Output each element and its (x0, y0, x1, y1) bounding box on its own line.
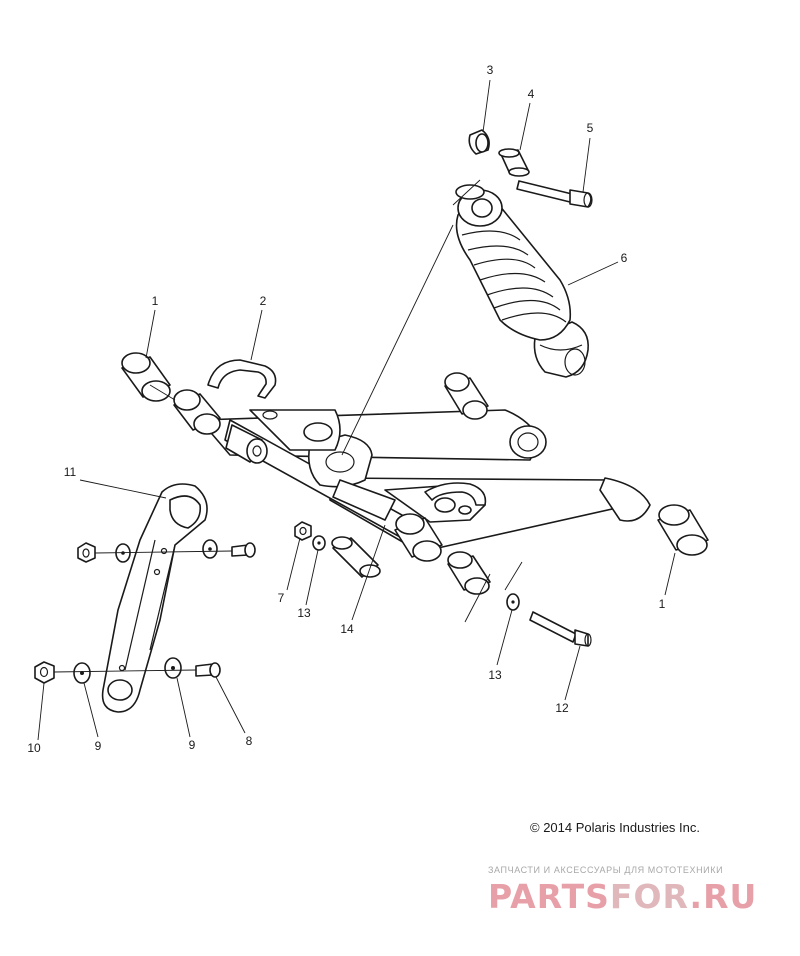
callout-10: 10 (27, 741, 41, 755)
watermark-brand-right: .RU (690, 877, 758, 916)
callout-2: 2 (260, 294, 267, 308)
pivot-sleeve-bottom (447, 551, 491, 595)
washer-center (312, 535, 326, 551)
callout-13-right: 13 (488, 668, 502, 682)
callout-4: 4 (528, 87, 535, 101)
svg-text:PARTSFOR.RU: PARTSFOR.RU (488, 877, 757, 916)
leader-lines (37, 79, 676, 741)
callout-1-left: 1 (152, 294, 159, 308)
watermark-brand-left: PARTS (488, 877, 610, 916)
lock-nut-upper (77, 542, 96, 563)
spacer-sleeve (498, 148, 530, 177)
callout-12: 12 (555, 701, 569, 715)
watermark-tagline: ЗАПЧАСТИ И АКСЕССУАРЫ ДЛЯ МОТОТЕХНИКИ (488, 865, 723, 875)
callout-6: 6 (621, 251, 628, 265)
pivot-bushing-left (121, 352, 171, 402)
callout-8: 8 (246, 734, 253, 748)
hex-nut (294, 521, 312, 541)
washer-right (506, 593, 520, 611)
callout-1-right: 1 (659, 597, 666, 611)
callout-3: 3 (487, 63, 494, 77)
callout-14: 14 (340, 622, 354, 636)
pivot-sleeve-upper-right (444, 372, 489, 420)
lock-nut-lower (34, 661, 55, 684)
washer-upper-right (202, 539, 218, 559)
washer-lower-left (73, 662, 91, 684)
watermark-brand-mid: FOR (610, 877, 690, 916)
callout-7: 7 (278, 591, 285, 605)
shock-bolt (516, 180, 593, 208)
watermark-logo: ЗАПЧАСТИ И АКСЕССУАРЫ ДЛЯ МОТОТЕХНИКИ PA… (488, 865, 757, 916)
callout-9-right: 9 (189, 738, 196, 752)
callout-13-center: 13 (297, 606, 311, 620)
shoulder-bolt-lower (195, 662, 221, 678)
callout-9-left: 9 (95, 739, 102, 753)
shock-absorber (455, 184, 589, 378)
washer-lower-right (164, 657, 182, 679)
copyright-notice: © 2014 Polaris Industries Inc. (530, 820, 700, 835)
callout-11: 11 (64, 465, 77, 479)
pivot-bushing-right (657, 504, 709, 556)
shoulder-bolt-upper (231, 542, 256, 558)
bushing (468, 129, 490, 155)
spacer-tube (331, 536, 381, 578)
pivot-sleeve-left (173, 389, 221, 435)
pivot-sleeve-lower (394, 513, 443, 562)
long-bolt (529, 611, 592, 647)
center-lines (53, 179, 523, 673)
callout-5: 5 (587, 121, 594, 135)
callout-labels: 3 4 5 6 1 2 11 1 7 13 14 13 12 10 9 9 8 (27, 63, 665, 755)
link-arm (101, 483, 208, 713)
